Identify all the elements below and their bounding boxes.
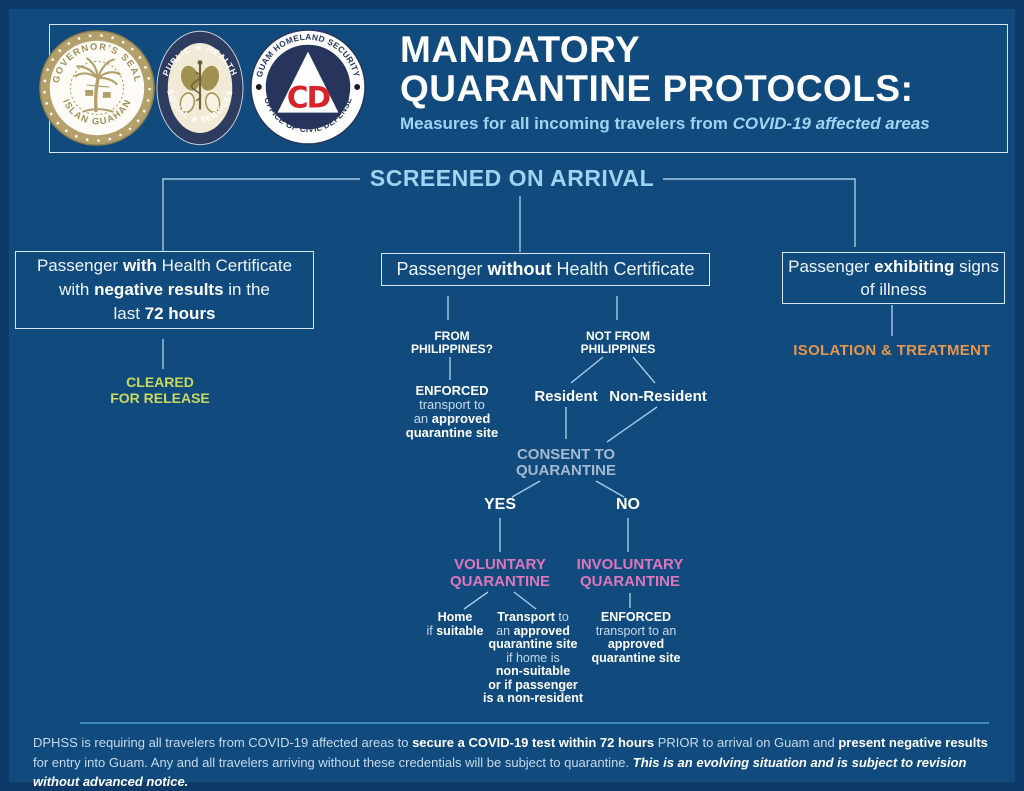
title-line-1: MANDATORY [400,29,641,70]
connector [513,591,537,610]
title-line-2: QUARANTINE PROTOCOLS: [400,68,914,109]
poster-subtitle: Measures for all incoming travelers from… [400,114,930,133]
screened-on-arrival-banner: SCREENED ON ARRIVAL [369,165,655,191]
poster-title: MANDATORY QUARANTINE PROTOCOLS: [400,30,1000,108]
resident-label: Resident [534,388,598,405]
civil-defense-logo: CD GUAM HOMELAND SECURITY OFFICE OF CIVI… [250,29,366,145]
passenger-without-certificate-text: Passenger without Health Certificate [396,259,695,279]
connector [632,356,656,384]
caduceus-icon [179,60,221,114]
connector [570,356,604,384]
governors-seal-logo: GOVERNOR'S SEAL ISLAN GUAHAN [39,30,155,146]
connector [606,406,658,443]
connector [595,480,625,498]
cd-triangle-icon [277,51,339,113]
isolation-treatment-label: ISOLATION & TREATMENT [793,342,991,359]
cd-letters: CD [287,81,330,115]
scales-icon [85,89,111,98]
palm-tree-icon [74,57,121,113]
non-resident-label: Non-Resident [609,388,707,405]
connector [511,480,541,498]
passenger-without-certificate-box: Passenger without Health Certificate [381,253,710,286]
no-label: NO [616,496,640,513]
footer-disclaimer: DPHSS is requiring all travelers from CO… [33,735,988,789]
public-health-logo: PUBLIC ★ HEALTH SOCIAL ★ SERVICES [156,30,244,146]
connector [463,591,489,610]
yes-label: YES [483,496,516,513]
